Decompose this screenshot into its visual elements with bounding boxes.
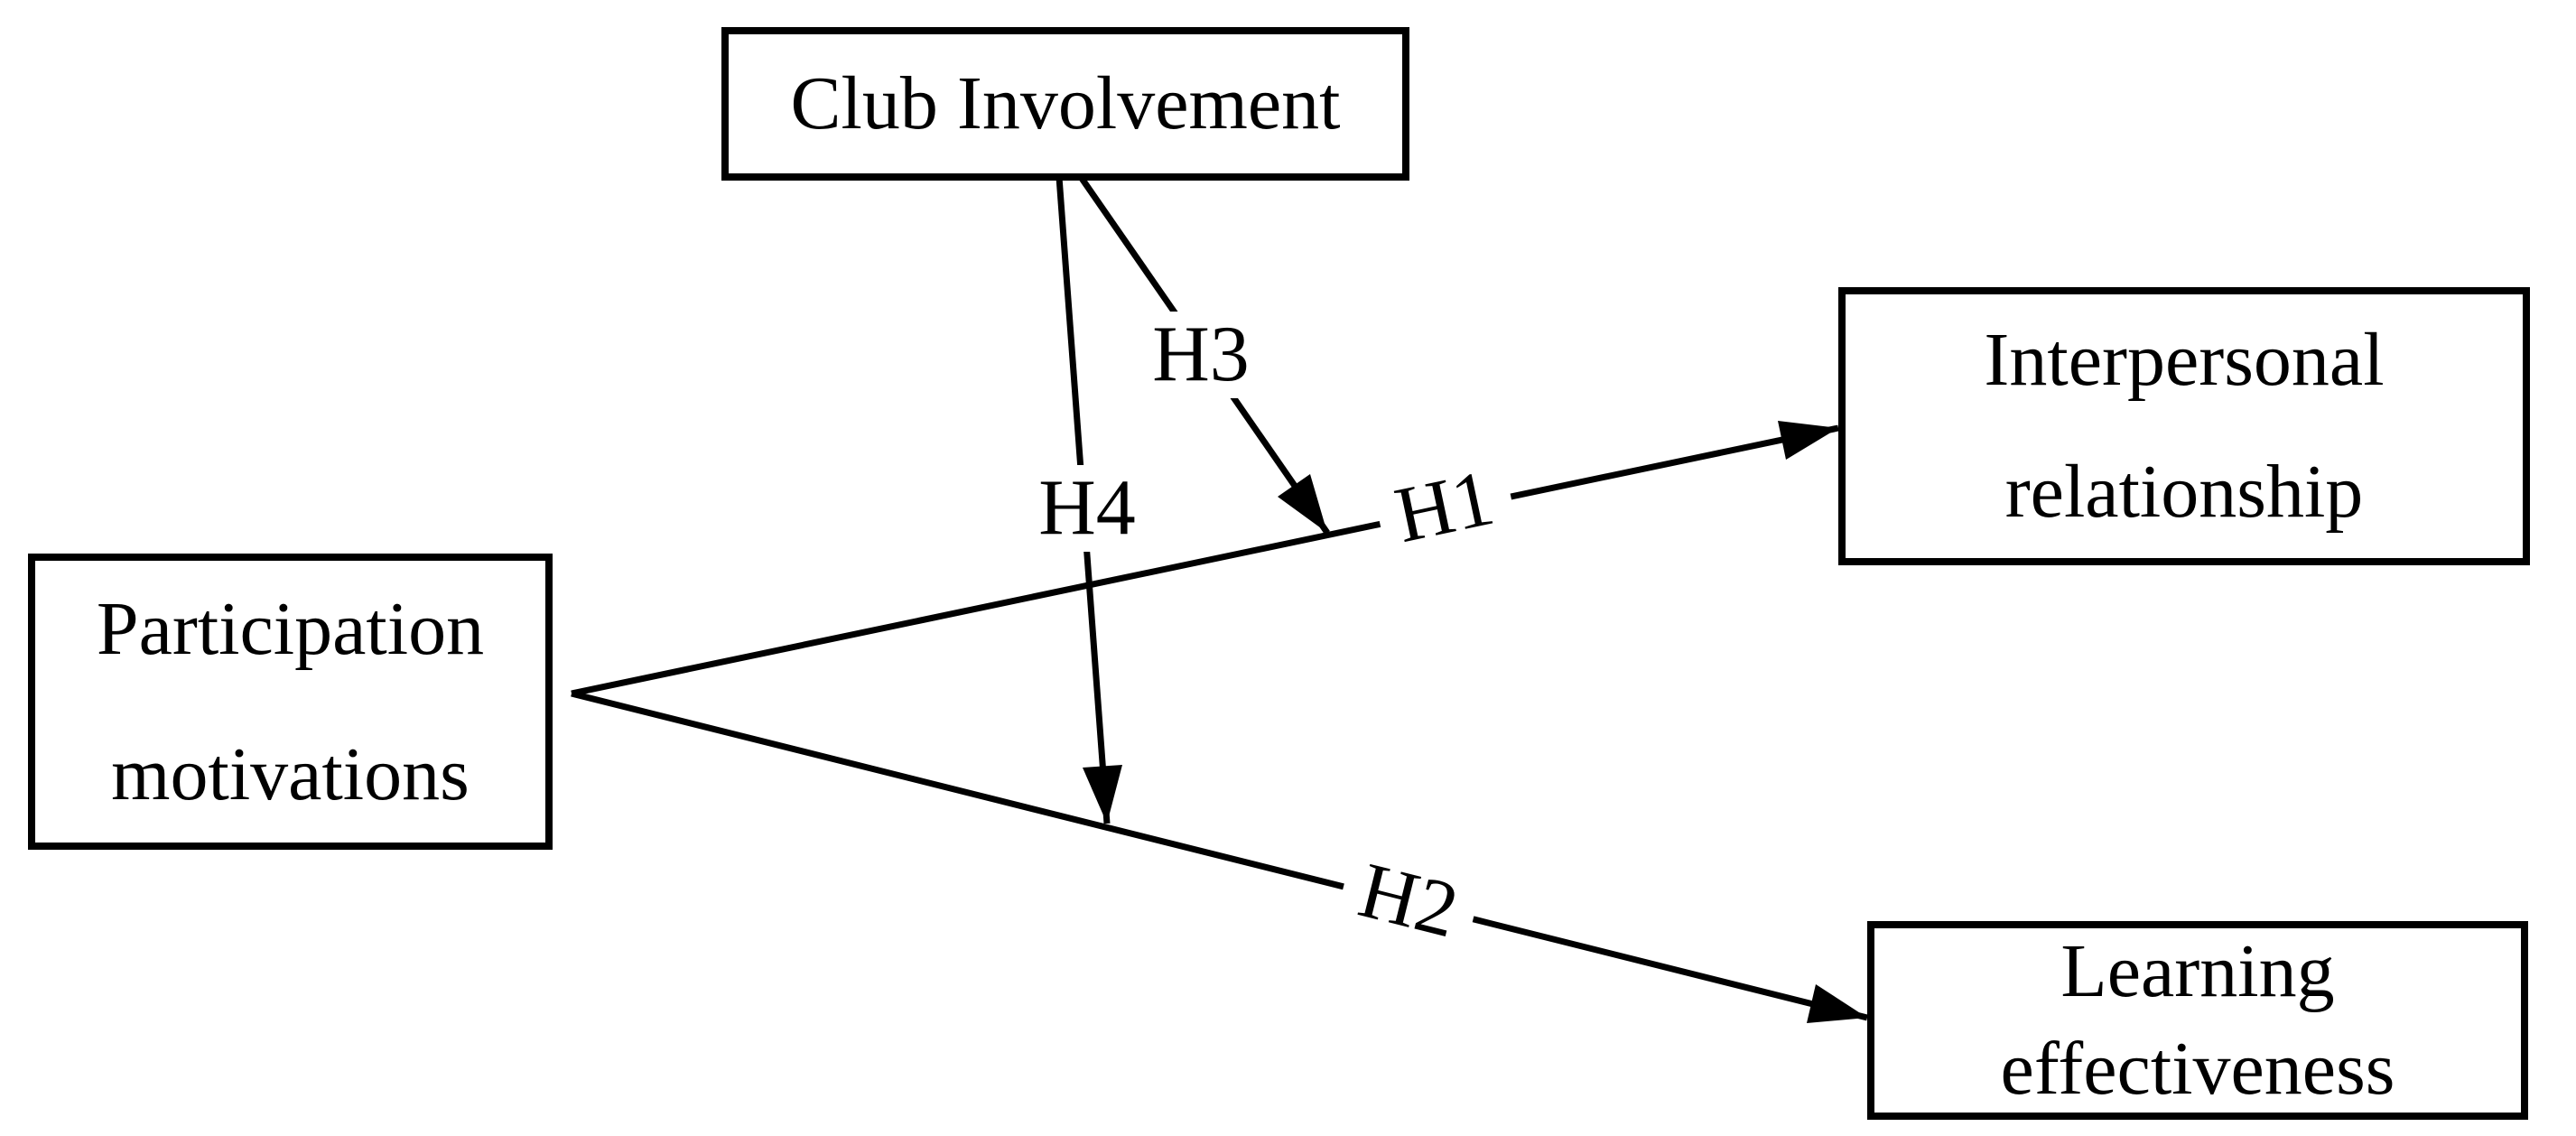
node-participation-motivations: Participation motivations (28, 554, 553, 850)
node-interpersonal-relationship: Interpersonal relationship (1838, 287, 2530, 565)
node-learning-effectiveness-label-line2: effectiveness (2000, 1027, 2395, 1111)
h1-arrow-line (571, 424, 1839, 697)
h4-arrowhead (1083, 765, 1122, 824)
node-learning-effectiveness-label-line1: Learning (2060, 929, 2335, 1014)
h4-label: H4 (1020, 465, 1154, 552)
node-interpersonal-relationship-label-line1: Interpersonal (1984, 317, 2385, 402)
h3-label: H3 (1134, 312, 1268, 398)
node-participation-motivations-label-line1: Participation (96, 586, 485, 671)
node-club-involvement: Club Involvement (721, 27, 1409, 181)
node-club-involvement-label: Club Involvement (790, 61, 1341, 145)
h2-arrowhead (1807, 984, 1867, 1023)
node-learning-effectiveness: Learning effectiveness (1867, 921, 2528, 1120)
node-interpersonal-relationship-label-line2: relationship (2004, 450, 2364, 534)
h2-arrow-line (571, 690, 1868, 1021)
node-participation-motivations-label-line2: motivations (111, 732, 470, 816)
h1-arrowhead (1778, 421, 1838, 460)
h3-arrowhead (1278, 474, 1327, 533)
